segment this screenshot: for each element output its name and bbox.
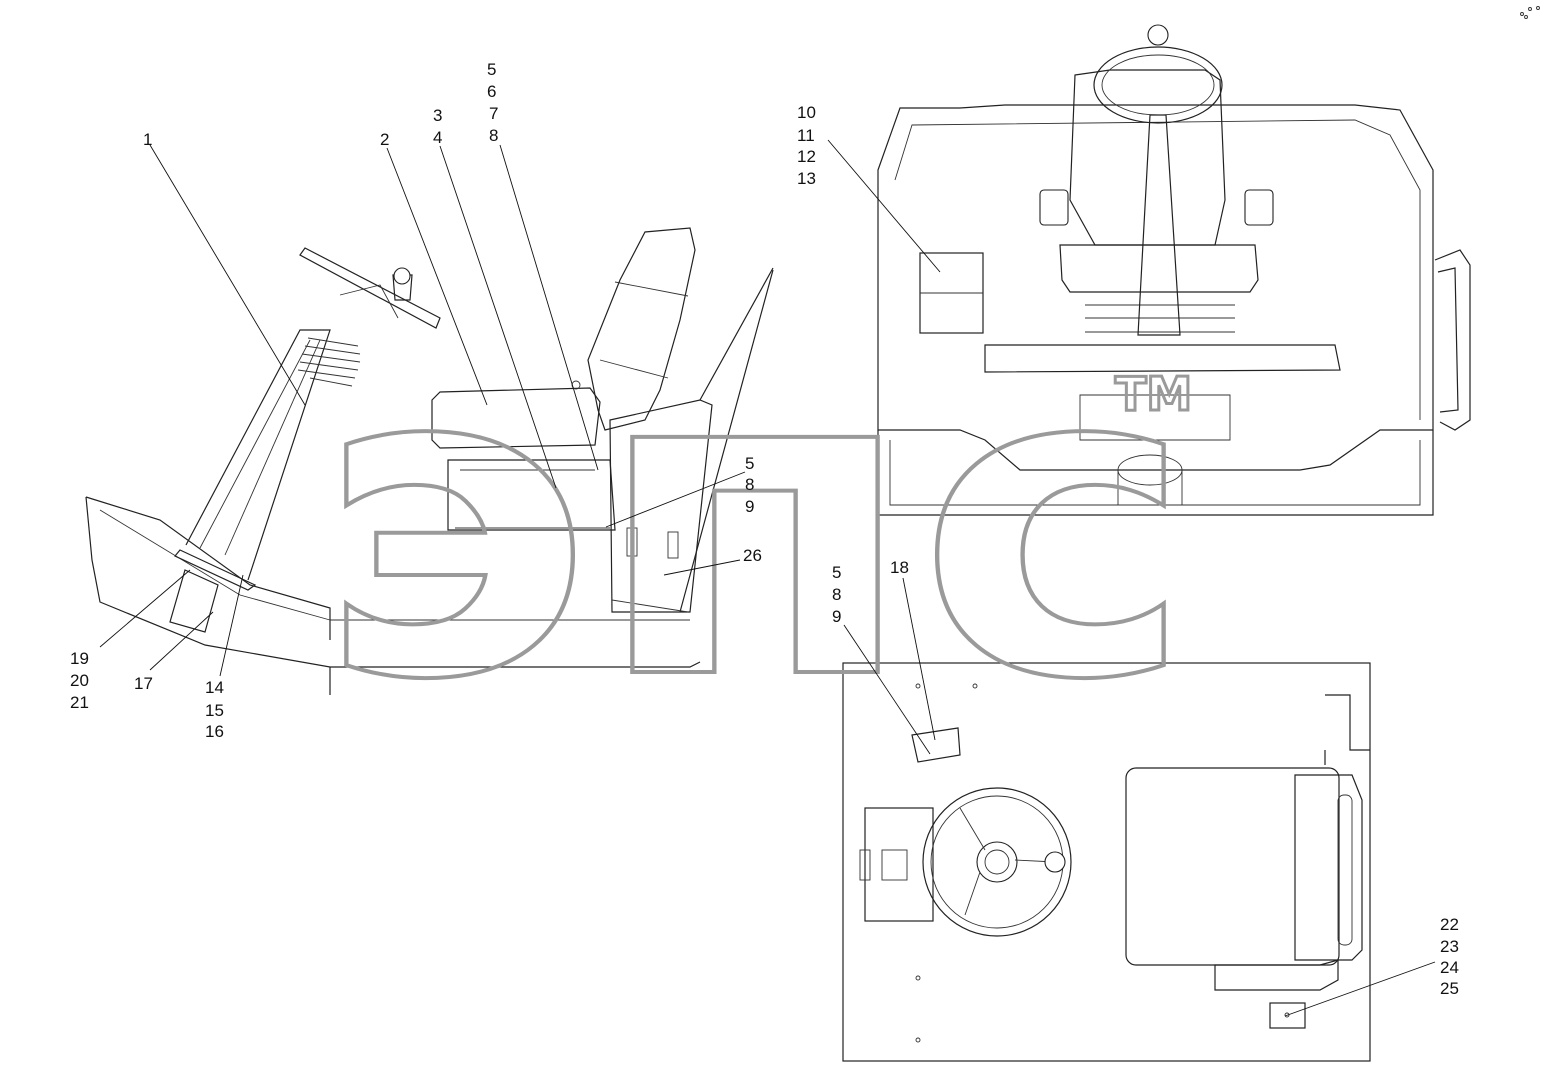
callout-5-8-9-side: 5 8 9	[745, 454, 759, 516]
corner-marks	[1520, 6, 1540, 19]
column-bellows	[297, 337, 361, 387]
side-view	[85, 227, 774, 695]
watermark: эпс TM	[313, 272, 1197, 776]
callout-26: 26	[743, 546, 762, 565]
callout-2: 2	[380, 130, 389, 149]
callout-19-20-21: 19 20 21	[70, 649, 94, 712]
steering-wheel-side	[299, 247, 441, 329]
callout-18: 18	[890, 558, 909, 577]
callout-3-4: 3 4	[433, 106, 447, 147]
callout-labels: 1 2 3 4 5 6 7 8 5 8 9 26 19 20 21 17	[70, 60, 1464, 998]
callout-1: 1	[143, 130, 152, 149]
callout-17: 17	[134, 674, 153, 693]
callout-14-15-16: 14 15 16	[205, 678, 229, 741]
leader-lines	[99, 139, 1436, 1017]
front-view	[877, 24, 1471, 516]
callout-10-11-12-13: 10 11 12 13	[797, 103, 821, 188]
callout-5-8-9-top: 5 8 9	[832, 563, 846, 626]
trademark-mark: TM	[1115, 367, 1192, 421]
watermark-logo: эпс	[315, 274, 1195, 774]
callout-5-6-7-8: 5 6 7 8	[487, 60, 503, 145]
callout-22-23-24-25: 22 23 24 25	[1440, 915, 1464, 998]
top-view	[842, 662, 1371, 1062]
